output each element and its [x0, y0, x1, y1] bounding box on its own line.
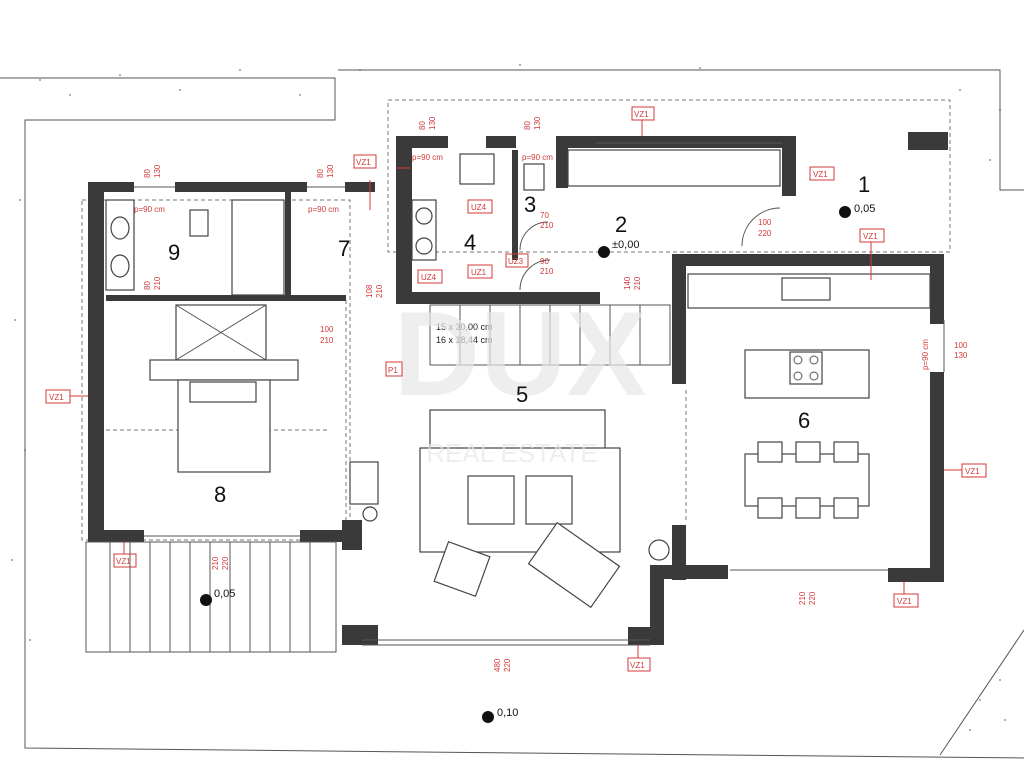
level-outside: 0,10 [497, 707, 518, 719]
dim-parapet: p=90 cm [308, 205, 339, 214]
room-label-3: 3 [524, 192, 536, 217]
stairs-spec-2: 16 x 18,44 cm [436, 335, 493, 345]
kitchen-furniture [687, 273, 931, 519]
tag-vz1: VZ1 [116, 557, 131, 566]
tag-vz1: VZ1 [356, 158, 371, 167]
tag-vz1: VZ1 [897, 597, 912, 606]
level-hall: ±0,00 [612, 239, 639, 251]
dim-width: 100 [954, 341, 968, 350]
tag-uz3: UZ3 [508, 257, 524, 266]
window-tags: VZ1 VZ1 VZ1 VZ1 VZ1 VZ1 VZ1 VZ1 VZ1 UZ4 … [45, 106, 987, 672]
dim-height: 210 [633, 276, 642, 290]
dim-width: 80 [316, 169, 325, 178]
dim-width: 100 [758, 218, 772, 227]
stair-flight: 15 x 30,00 cm 16 x 18,44 cm [429, 304, 671, 366]
dim-width: 108 [365, 284, 374, 298]
dim-width: 210 [211, 556, 220, 570]
watermark: DUX REAL ESTATE [393, 287, 646, 468]
dim-height: 220 [221, 556, 230, 570]
dim-width: 480 [493, 658, 502, 672]
dim-parapet: p=90 cm [522, 153, 553, 162]
dim-height: 210 [153, 276, 162, 290]
dim-width: 80 [523, 121, 532, 130]
walls [88, 132, 948, 645]
site-boundary [0, 69, 1024, 759]
room-label-8: 8 [214, 482, 226, 507]
living-furniture [349, 409, 670, 609]
tag-vz1: VZ1 [634, 110, 649, 119]
dim-height: 210 [540, 267, 554, 276]
dim-width: 80 [143, 281, 152, 290]
dim-height: 210 [540, 221, 554, 230]
level-entrance: 0,05 [854, 203, 875, 215]
dim-width: 80 [418, 121, 427, 130]
tag-p1: P1 [388, 366, 398, 375]
bathroom-fixtures [105, 149, 781, 296]
dim-width: 210 [798, 591, 807, 605]
tag-vz1: VZ1 [965, 467, 980, 476]
tag-uz1: UZ1 [471, 268, 487, 277]
dim-parapet: p=90 cm [921, 339, 930, 370]
dim-height: 130 [428, 116, 437, 130]
dim-parapet: p=90 cm [412, 153, 443, 162]
tag-vz1: VZ1 [49, 393, 64, 402]
dim-height: 130 [533, 116, 542, 130]
dimension-annotations: 80 130 80 130 80 130 80 130 80 210 p=90 … [70, 116, 968, 672]
watermark-brand: DUX [393, 287, 646, 421]
stairs-spec-1: 15 x 30,00 cm [436, 322, 493, 332]
dim-height: 210 [320, 336, 334, 345]
level-terrace: 0,05 [214, 588, 235, 600]
room-label-6: 6 [798, 408, 810, 433]
room-label-5: 5 [516, 382, 528, 407]
dim-height: 220 [758, 229, 772, 238]
tag-uz4: UZ4 [471, 203, 487, 212]
terrace-deck [85, 541, 337, 653]
tag-vz1: VZ1 [630, 661, 645, 670]
watermark-subtitle: REAL ESTATE [426, 438, 597, 468]
dim-height: 130 [153, 164, 162, 178]
dim-width: 70 [540, 211, 549, 220]
room-label-1: 1 [858, 172, 870, 197]
door-swings [519, 207, 781, 291]
tag-vz1: VZ1 [813, 170, 828, 179]
interior-lines [106, 142, 945, 646]
room-label-4: 4 [464, 230, 476, 255]
roof-outline [81, 99, 951, 541]
room-label-2: 2 [615, 212, 627, 237]
level-markers: 0,05 ±0,00 0,05 0,10 [200, 203, 875, 723]
room-label-9: 9 [168, 240, 180, 265]
room-labels: 1 2 3 4 5 6 7 8 9 [168, 172, 870, 507]
dim-height: 220 [503, 658, 512, 672]
dim-height: 130 [326, 164, 335, 178]
dim-width: 80 [143, 169, 152, 178]
tag-vz1: VZ1 [863, 232, 878, 241]
bedroom-furniture [149, 304, 299, 473]
room-label-7: 7 [338, 236, 350, 261]
dim-height: 130 [954, 351, 968, 360]
tag-uz4: UZ4 [421, 273, 437, 282]
dim-width: 100 [320, 325, 334, 334]
dim-height: 210 [375, 284, 384, 298]
dim-parapet: p=90 cm [134, 205, 165, 214]
dim-height: 220 [808, 591, 817, 605]
dim-width: 90 [540, 257, 549, 266]
dim-width: 140 [623, 276, 632, 290]
